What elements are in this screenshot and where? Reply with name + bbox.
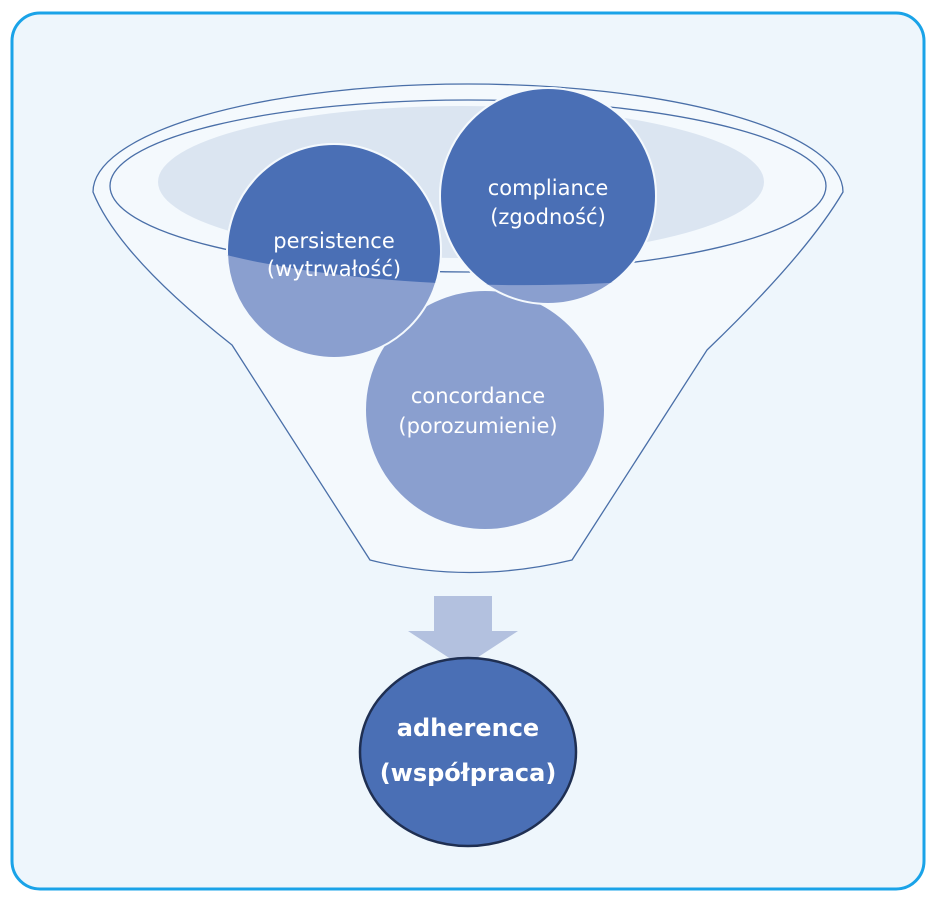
- circle-concordance: [364, 289, 606, 531]
- label-compliance-line1: compliance: [488, 176, 609, 200]
- funnel-rim: [109, 99, 827, 273]
- label-persistence-line2: (wytrwałość): [267, 257, 401, 281]
- label-adherence-line2: (współpraca): [380, 759, 557, 787]
- down-arrow-icon: [408, 596, 518, 667]
- label-concordance-line2: (porozumienie): [398, 414, 557, 438]
- circle-persistence: [226, 143, 442, 286]
- label-concordance-line1: concordance: [411, 384, 545, 408]
- circle-compliance: [439, 87, 657, 286]
- label-persistence-line1: persistence: [273, 229, 395, 253]
- circle-adherence: [358, 656, 578, 848]
- label-compliance-line2: (zgodność): [490, 205, 606, 229]
- label-adherence-line1: adherence: [397, 714, 539, 742]
- circles-upper-group: [226, 87, 657, 286]
